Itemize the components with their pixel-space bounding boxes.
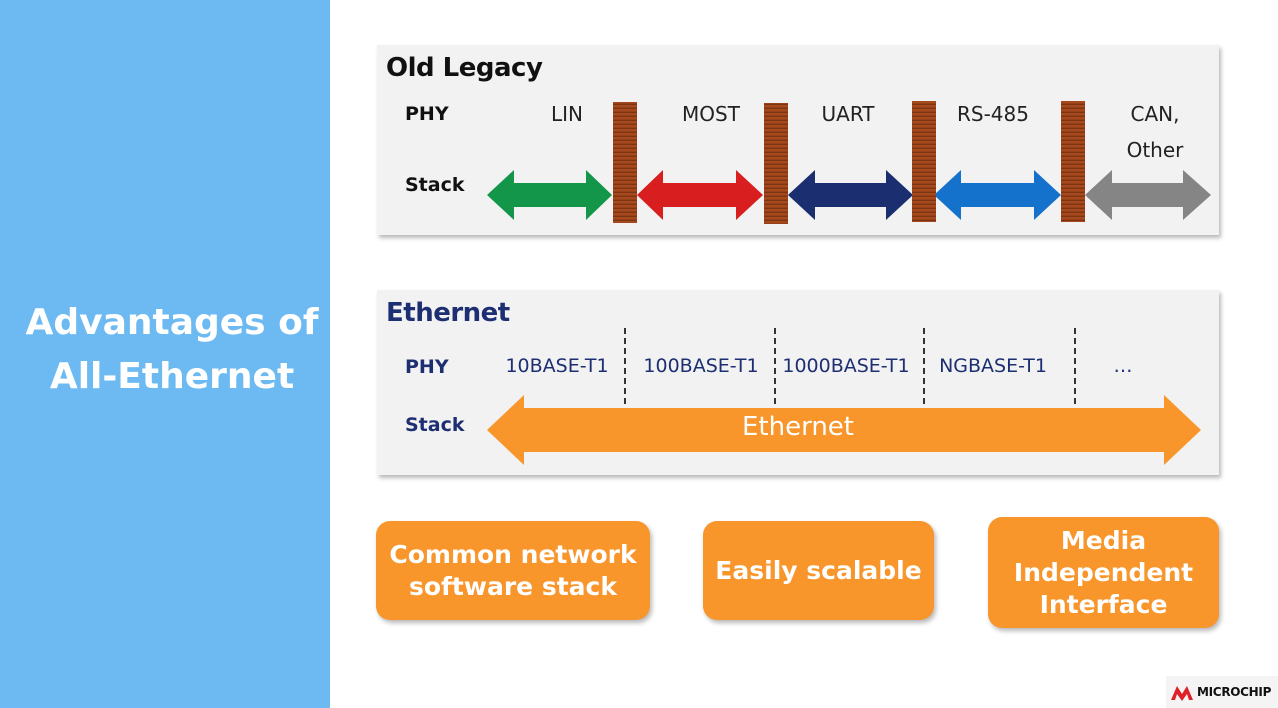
legacy-stack-label: Stack [405, 174, 465, 196]
ethernet-phy-10base-t1: 10BASE-T1 [505, 355, 609, 377]
separator-3 [912, 101, 936, 222]
phy-divider-4 [1074, 328, 1076, 404]
slide-title-line2: All-Ethernet [49, 356, 295, 397]
legacy-phy-can: CAN, Other [1105, 96, 1205, 168]
benefit-common-stack: Common network software stack [376, 521, 650, 620]
rs485-arrow [934, 170, 1061, 220]
benefit-media-independent: Media Independent Interface [988, 517, 1219, 628]
legacy-phy-can-line2: Other [1126, 138, 1184, 162]
legacy-phy-can-line1: CAN, [1130, 102, 1180, 126]
most-arrow [637, 170, 763, 220]
ethernet-stack-label: Stack [405, 414, 465, 436]
legacy-phy-rs485: RS-485 [957, 102, 1029, 126]
legacy-panel: Old Legacy PHY Stack LIN MOST UART RS-48… [377, 45, 1219, 235]
phy-divider-2 [774, 328, 776, 404]
separator-4 [1061, 101, 1085, 222]
ethernet-title: Ethernet [386, 298, 510, 328]
legacy-stack-diagram [487, 101, 1211, 224]
benefit-common-stack-line2: software stack [409, 571, 617, 601]
phy-divider-3 [923, 328, 925, 404]
legacy-phy-lin: LIN [550, 102, 583, 126]
benefit-scalable: Easily scalable [703, 521, 934, 620]
can-arrow [1085, 170, 1211, 220]
ethernet-phy-ellipsis: … [1113, 355, 1133, 377]
ethernet-stack-diagram [487, 395, 1201, 465]
benefit-scalable-line1: Easily scalable [715, 555, 922, 585]
ethernet-stack-arrow [487, 395, 1201, 465]
benefit-media-line1: Media [1060, 525, 1147, 555]
slide-title-line1: Advantages of [25, 302, 319, 343]
sidebar [0, 0, 330, 708]
benefit-media-line2: Independent [1013, 557, 1194, 587]
slide-title: Advantages of All-Ethernet [0, 296, 344, 404]
legacy-title: Old Legacy [386, 53, 543, 83]
ethernet-panel: Ethernet PHY Stack 10BASE-T1 100BASE-T1 … [377, 290, 1219, 475]
uart-arrow [788, 170, 913, 220]
phy-divider-1 [624, 328, 626, 404]
separator-2 [764, 103, 788, 224]
microchip-logo: MICROCHIP [1166, 676, 1278, 708]
microchip-logo-icon [1171, 686, 1193, 701]
legacy-phy-uart: UART [821, 102, 875, 126]
ethernet-phy-label: PHY [405, 356, 449, 378]
ethernet-phy-ngbase-t1: NGBASE-T1 [939, 355, 1047, 377]
lin-arrow [487, 170, 612, 220]
legacy-phy-most: MOST [682, 102, 740, 126]
legacy-phy-label: PHY [405, 103, 449, 125]
ethernet-stack-arrow-label: Ethernet [742, 412, 854, 442]
benefit-media-line3: Interface [1039, 589, 1168, 619]
separator-1 [613, 102, 637, 223]
ethernet-phy-1000base-t1: 1000BASE-T1 [782, 355, 910, 377]
benefit-common-stack-line1: Common network [389, 539, 637, 569]
ethernet-phy-100base-t1: 100BASE-T1 [643, 355, 759, 377]
logo-text: MICROCHIP [1197, 685, 1272, 699]
